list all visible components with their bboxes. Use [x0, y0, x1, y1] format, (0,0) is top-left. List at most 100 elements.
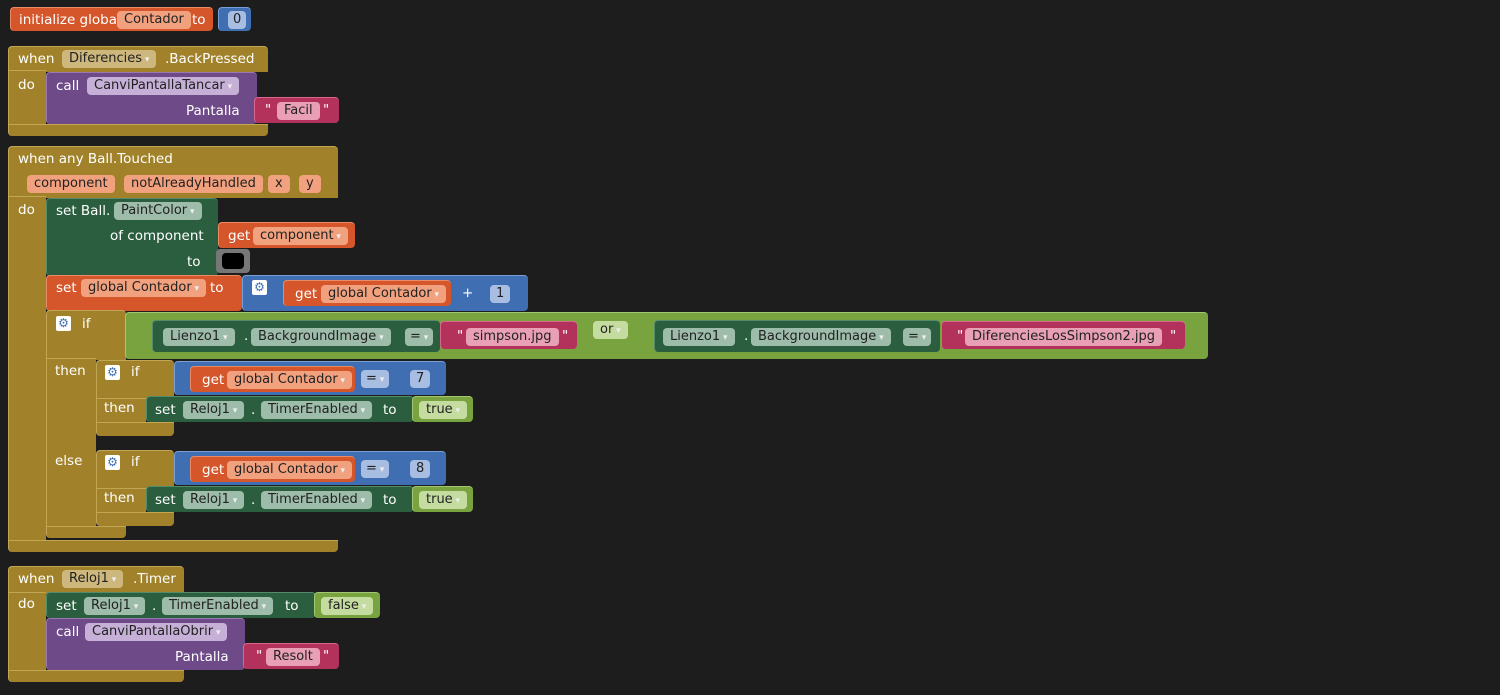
param-not-already-handled[interactable]: notAlreadyHandled — [124, 175, 263, 193]
color-swatch-black[interactable] — [222, 253, 244, 269]
bool-dropdown-true-1[interactable]: true — [419, 401, 468, 419]
set-reloj-timer-true-block-2[interactable]: set Reloj1 . TimerEnabled to — [146, 486, 414, 512]
set-contador-label: set — [56, 280, 77, 296]
bool-dropdown-true-2[interactable]: true — [419, 491, 468, 509]
bool-block-true-1[interactable]: true — [412, 396, 473, 422]
lienzo1-dropdown-left[interactable]: Lienzo1 — [163, 328, 235, 346]
text-block-diferencies[interactable]: " DiferenciesLosSimpson2.jpg " — [941, 321, 1185, 349]
reloj1-dropdown[interactable]: Reloj1 — [183, 491, 245, 509]
gear-icon[interactable]: ⚙ — [105, 365, 120, 380]
param-x[interactable]: x — [268, 175, 290, 193]
get-contador-7-block[interactable]: get global Contador — [190, 366, 355, 392]
procedure-tancar-dropdown[interactable]: CanviPantallaTancar — [87, 77, 240, 95]
compare-left-block[interactable]: Lienzo1 . BackgroundImage = — [152, 320, 440, 352]
set-reloj-timer-true-block-1[interactable]: set Reloj1 . TimerEnabled to — [146, 396, 414, 422]
call-tancar-label: call — [56, 78, 80, 94]
or-operator-dropdown[interactable]: or — [593, 321, 628, 339]
quote-open: " — [265, 102, 272, 118]
set-reloj-label: set — [56, 598, 77, 614]
ball-touched-left — [8, 196, 46, 542]
equals-dropdown-left[interactable]: = — [405, 328, 434, 346]
else-label: else — [55, 453, 83, 469]
param-y[interactable]: y — [299, 175, 321, 193]
dot: . — [251, 402, 256, 418]
dot: . — [251, 492, 256, 508]
reloj1-dropdown[interactable]: Reloj1 — [183, 401, 245, 419]
get-var-dropdown-8[interactable]: global Contador — [227, 461, 353, 479]
text-field-facil[interactable]: Facil — [277, 102, 320, 120]
get-component-block[interactable]: get component — [218, 222, 355, 248]
dot-left: . — [244, 328, 249, 344]
quote-close: " — [562, 328, 569, 344]
set-ball-paintcolor-block[interactable]: set Ball. PaintColor of component to — [46, 198, 218, 276]
text-field-simpson[interactable]: simpson.jpg — [466, 328, 559, 346]
add-operator: + — [462, 285, 474, 301]
color-block-black[interactable] — [216, 249, 250, 273]
call-canvi-tancar-block[interactable]: call CanviPantallaTancar Pantalla — [46, 72, 257, 124]
back-pressed-component-dropdown[interactable]: Diferencies — [62, 50, 157, 68]
reloj1-dropdown[interactable]: Reloj1 — [84, 597, 146, 615]
timerenabled-dropdown[interactable]: TimerEnabled — [261, 401, 373, 419]
procedure-obrir-dropdown[interactable]: CanviPantallaObrir — [85, 623, 228, 641]
get-contador-var-dropdown[interactable]: global Contador — [321, 285, 447, 303]
get-global-contador-block[interactable]: get global Contador — [283, 280, 451, 306]
call-canvi-obrir-block[interactable]: call CanviPantallaObrir Pantalla — [46, 618, 245, 670]
timer-bottom — [8, 670, 184, 682]
set-reloj-to-label: to — [383, 492, 397, 508]
equals-dropdown-right[interactable]: = — [903, 328, 932, 346]
initialize-global-block[interactable]: initialize global Contador to — [10, 7, 213, 31]
text-field-resolt[interactable]: Resolt — [266, 648, 320, 666]
quote-close: " — [323, 102, 330, 118]
timer-left — [8, 592, 46, 674]
lienzo1-dropdown-right[interactable]: Lienzo1 — [663, 328, 735, 346]
init-global-to-label: to — [192, 12, 206, 28]
text-block-resolt[interactable]: " Resolt " — [243, 643, 339, 669]
init-global-var-name[interactable]: Contador — [117, 11, 191, 29]
text-block-simpson[interactable]: " simpson.jpg " — [440, 321, 577, 349]
else-if-label: if — [131, 454, 140, 470]
set-reloj-timer-false-block[interactable]: set Reloj1 . TimerEnabled to — [46, 592, 316, 618]
call-obrir-label: call — [56, 624, 80, 640]
timerenabled-dropdown[interactable]: TimerEnabled — [162, 597, 274, 615]
param-component[interactable]: component — [27, 175, 115, 193]
bool-block-true-2[interactable]: true — [412, 486, 473, 512]
number-block-0[interactable]: 0 — [218, 7, 251, 31]
number-field-7[interactable]: 7 — [410, 370, 431, 388]
set-reloj-label: set — [155, 402, 176, 418]
pantalla-param-label: Pantalla — [186, 103, 240, 119]
set-global-contador-block[interactable]: set global Contador to — [46, 275, 242, 311]
set-contador-var-dropdown[interactable]: global Contador — [81, 279, 207, 297]
backgroundimage-dropdown-left[interactable]: BackgroundImage — [251, 328, 391, 346]
gear-icon[interactable]: ⚙ — [56, 316, 71, 331]
compare-right-block[interactable]: Lienzo1 . BackgroundImage = — [654, 320, 940, 352]
else-if-left — [96, 488, 146, 516]
quote-open: " — [957, 328, 964, 344]
timer-component-dropdown[interactable]: Reloj1 — [62, 570, 124, 588]
ball-touched-do: do — [18, 202, 35, 218]
number-field-1[interactable]: 1 — [490, 285, 511, 303]
bool-block-false[interactable]: false — [314, 592, 380, 618]
set-contador-to-label: to — [210, 280, 224, 296]
get-component-var-dropdown[interactable]: component — [253, 227, 348, 245]
number-field-8[interactable]: 8 — [410, 460, 431, 478]
timerenabled-dropdown[interactable]: TimerEnabled — [261, 491, 373, 509]
number-field-0[interactable]: 0 — [228, 11, 247, 29]
then-if-label: if — [131, 364, 140, 380]
get-component-label: get — [228, 228, 251, 244]
paintcolor-to-label: to — [187, 254, 201, 270]
equals-dropdown-7[interactable]: = — [361, 370, 390, 388]
gear-icon[interactable]: ⚙ — [105, 455, 120, 470]
gear-icon[interactable]: ⚙ — [252, 280, 267, 295]
equals-dropdown-8[interactable]: = — [361, 460, 390, 478]
get-contador-8-block[interactable]: get global Contador — [190, 456, 355, 482]
get-label-7: get — [202, 372, 225, 388]
paintcolor-dropdown[interactable]: PaintColor — [114, 202, 202, 220]
get-var-dropdown-7[interactable]: global Contador — [227, 371, 353, 389]
text-field-diferencies[interactable]: DiferenciesLosSimpson2.jpg — [965, 328, 1163, 346]
quote-open: " — [457, 328, 464, 344]
backgroundimage-dropdown-right[interactable]: BackgroundImage — [751, 328, 891, 346]
init-global-label: initialize global — [19, 12, 121, 28]
ball-touched-bottom — [8, 540, 338, 552]
bool-dropdown-false[interactable]: false — [321, 597, 374, 615]
text-block-facil[interactable]: " Facil " — [254, 97, 339, 123]
